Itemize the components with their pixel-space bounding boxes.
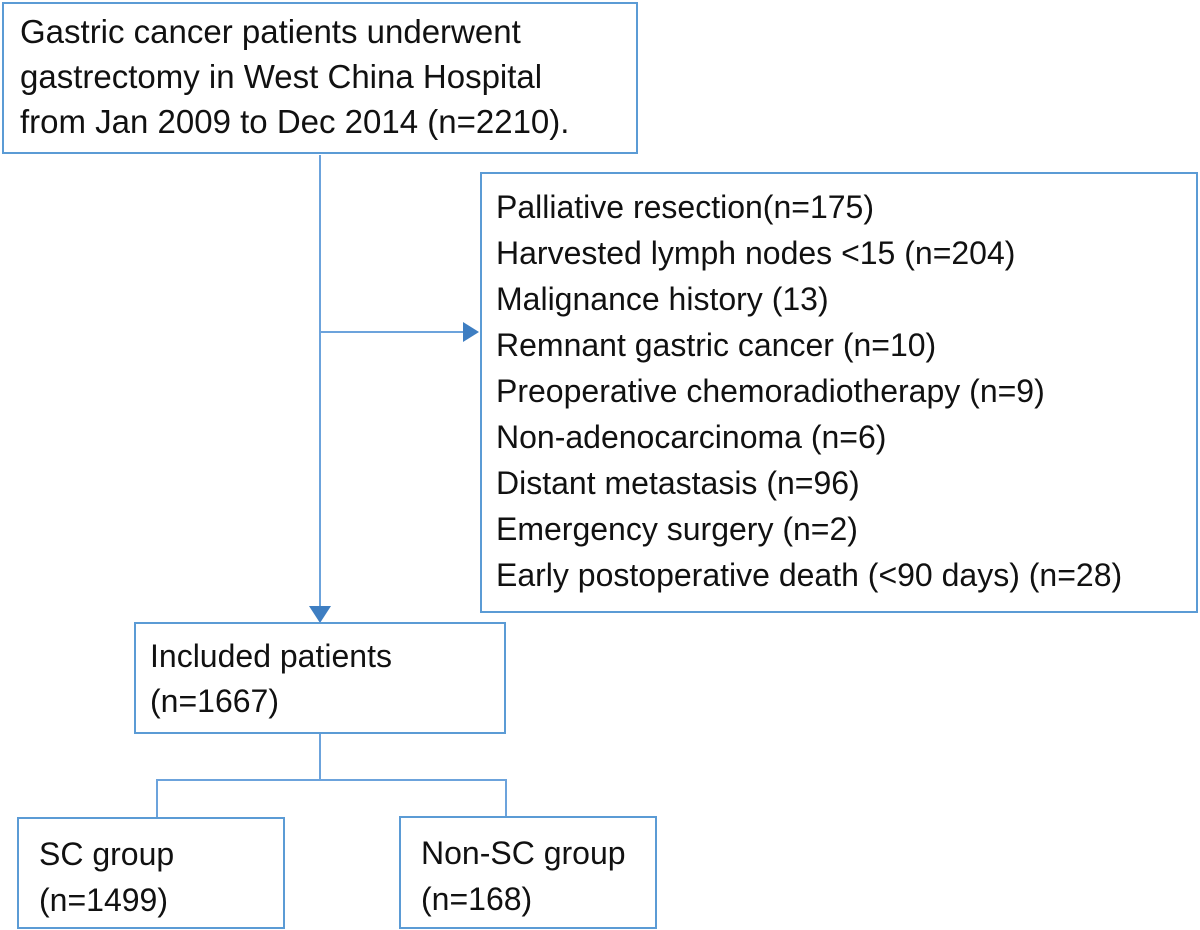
text-line: Gastric cancer patients underwent bbox=[20, 13, 521, 50]
connector-included-to-split bbox=[319, 734, 321, 781]
connector-drop-sc bbox=[156, 779, 158, 817]
text-line: Remnant gastric cancer (n=10) bbox=[496, 327, 937, 363]
arrow-down-icon bbox=[309, 606, 331, 623]
exclusion-criteria-box: Palliative resection(n=175) Harvested lym… bbox=[480, 172, 1198, 613]
text-line: Emergency surgery (n=2) bbox=[496, 511, 858, 547]
text-line: (n=1499) bbox=[39, 882, 168, 918]
text-line: Palliative resection(n=175) bbox=[496, 189, 874, 225]
connector-exclusion-branch bbox=[319, 331, 463, 333]
sc-group-box: SC group (n=1499) bbox=[17, 817, 285, 929]
text-line: (n=168) bbox=[421, 881, 533, 917]
text-line: gastrectomy in West China Hospital bbox=[20, 58, 543, 95]
included-patients-box: Included patients (n=1667) bbox=[134, 622, 506, 734]
connector-trunk-vertical bbox=[319, 155, 321, 607]
non-sc-group-box: Non-SC group (n=168) bbox=[399, 816, 657, 929]
text-line: (n=1667) bbox=[150, 683, 279, 719]
arrow-right-icon bbox=[463, 322, 479, 342]
text-line: Non-adenocarcinoma (n=6) bbox=[496, 419, 887, 455]
text-line: Harvested lymph nodes <15 (n=204) bbox=[496, 235, 1016, 271]
connector-drop-non-sc bbox=[505, 779, 507, 817]
text-line: Included patients bbox=[150, 638, 392, 674]
text-line: from Jan 2009 to Dec 2014 (n=2210). bbox=[20, 103, 570, 140]
text-line: Preoperative chemoradiotherapy (n=9) bbox=[496, 373, 1045, 409]
text-line: Malignance history (13) bbox=[496, 281, 829, 317]
source-population-box: Gastric cancer patients underwent gastrec… bbox=[2, 2, 638, 154]
connector-split-horizontal bbox=[156, 779, 507, 781]
text-line: Early postoperative death (<90 days) (n=… bbox=[496, 557, 1123, 593]
text-line: SC group bbox=[39, 836, 175, 872]
text-line: Distant metastasis (n=96) bbox=[496, 465, 860, 501]
text-line: Non-SC group bbox=[421, 835, 626, 871]
